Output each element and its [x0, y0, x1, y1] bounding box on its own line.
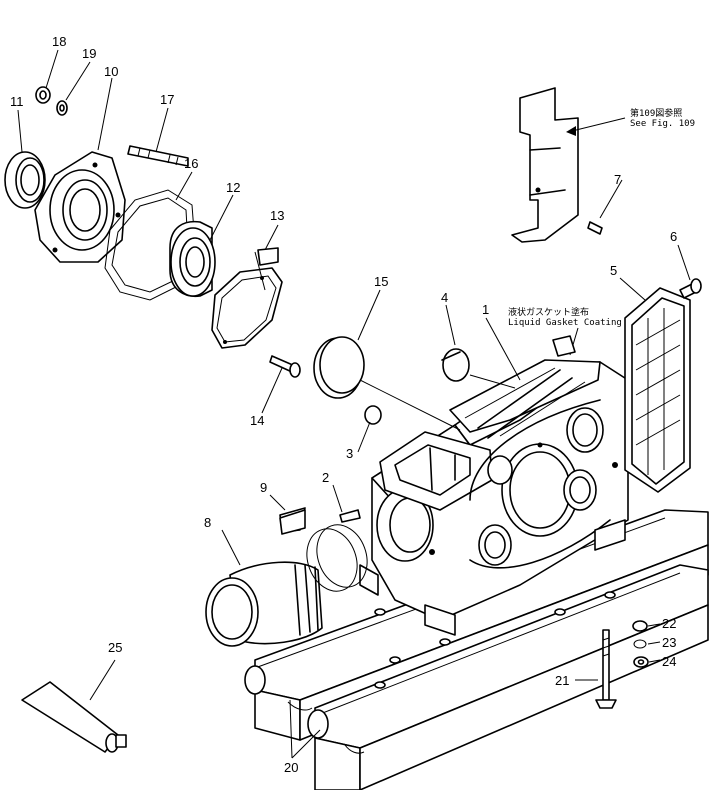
part-label-5: 5: [610, 263, 617, 278]
dowel-2: [339, 509, 361, 523]
part-labels: 18 19 10 11 17 16 12 13 14 15 4 1 3 2 9 …: [10, 34, 677, 775]
part-label-24: 24: [662, 654, 676, 669]
notes: 第109図参照 See Fig. 109 液状ガスケット塗布 Liquid Ga…: [508, 107, 695, 328]
part-label-25: 25: [108, 640, 122, 655]
part-label-14: 14: [250, 413, 264, 428]
tube-25: [21, 681, 127, 753]
part-label-2: 2: [322, 470, 329, 485]
leader-lines: [17, 49, 691, 759]
see-fig-en: See Fig. 109: [630, 119, 695, 129]
bolt-6: [679, 278, 702, 299]
washer-24: [633, 656, 649, 668]
part-label-15: 15: [374, 274, 388, 289]
retainer-10: [34, 151, 126, 263]
part-label-12: 12: [226, 180, 240, 195]
part-label-19: 19: [82, 46, 96, 61]
bearing-12: [169, 220, 216, 298]
part-label-11: 11: [10, 94, 24, 109]
bracket-fig109: [511, 87, 579, 243]
gasket-note-en: Liquid Gasket Coating: [508, 318, 622, 328]
part-label-3: 3: [346, 446, 353, 461]
part-label-23: 23: [662, 635, 676, 650]
sleeve-8: [205, 561, 323, 647]
bearing-15: [313, 336, 365, 399]
washer-19: [56, 100, 68, 116]
plate-13: [211, 267, 283, 349]
part-label-16: 16: [184, 156, 198, 171]
plug-4: [441, 348, 470, 382]
part-label-4: 4: [441, 290, 448, 305]
callout-frames: [257, 247, 576, 535]
part-label-10: 10: [104, 64, 118, 79]
part-label-21: 21: [555, 673, 569, 688]
washer-23: [633, 639, 647, 649]
part-label-7: 7: [614, 172, 621, 187]
part-label-13: 13: [270, 208, 284, 223]
frame-rails: [244, 509, 709, 790]
part-label-22: 22: [662, 616, 676, 631]
part-label-8: 8: [204, 515, 211, 530]
plug-3: [364, 405, 382, 425]
bolt-7: [587, 221, 603, 235]
part-label-1: 1: [482, 302, 489, 317]
part-label-6: 6: [670, 229, 677, 244]
bolt-21: [595, 629, 617, 709]
bolt-14: [269, 355, 301, 378]
part-label-18: 18: [52, 34, 66, 49]
nut-22: [632, 620, 648, 632]
part-label-17: 17: [160, 92, 174, 107]
transmission-housing: [359, 359, 629, 636]
see-fig-jp: 第109図参照: [630, 107, 682, 119]
part-label-9: 9: [260, 480, 267, 495]
side-cover: [624, 287, 691, 493]
stud-17: [127, 145, 189, 167]
gasket-note-jp: 液状ガスケット塗布: [508, 306, 589, 318]
seal-11: [4, 151, 46, 209]
nut-18: [35, 86, 51, 104]
part-label-20: 20: [284, 760, 298, 775]
